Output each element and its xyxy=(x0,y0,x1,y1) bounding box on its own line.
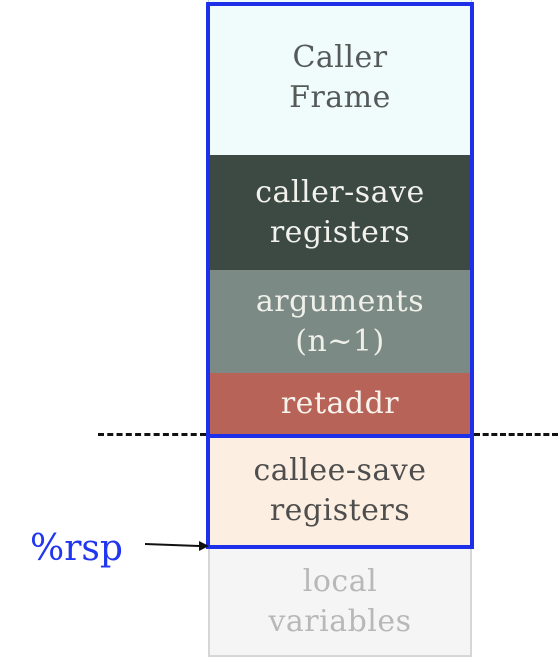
callee-save-registers-block: callee-save registers xyxy=(208,435,472,547)
caller-save-registers-block: caller-save registers xyxy=(208,155,472,270)
frame-boundary-line-right xyxy=(474,433,558,436)
callee-save-line-1: callee-save xyxy=(253,453,427,488)
local-vars-line-1: local xyxy=(302,564,378,599)
caller-frame-block: Caller Frame xyxy=(208,0,472,155)
caller-frame-line-1: Caller xyxy=(292,39,388,75)
caller-save-line-1: caller-save xyxy=(255,174,425,210)
caller-save-line-2: registers xyxy=(269,214,411,250)
arguments-line-2: (n~1) xyxy=(295,323,385,359)
arguments-block: arguments (n~1) xyxy=(208,270,472,373)
stack-pointer-arrow-icon xyxy=(145,541,209,551)
frame-boundary-line-left xyxy=(98,433,206,436)
retaddr-block: retaddr xyxy=(208,373,472,435)
retaddr-line-1: retaddr xyxy=(280,386,400,421)
arguments-line-1: arguments xyxy=(255,283,425,319)
local-variables-block: local variables xyxy=(208,547,472,657)
stack-pointer-label: %rsp xyxy=(30,528,123,569)
local-vars-line-2: variables xyxy=(268,604,412,639)
caller-frame-line-2: Frame xyxy=(289,79,391,115)
callee-save-line-2: registers xyxy=(269,493,411,528)
